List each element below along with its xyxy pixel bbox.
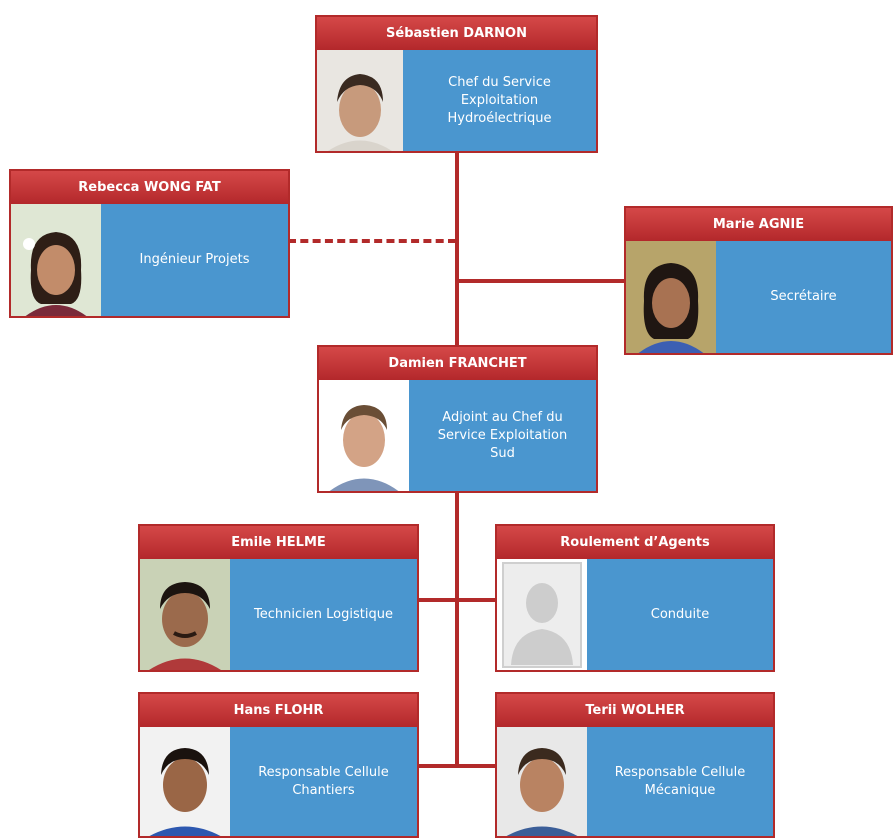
card-name: Rebecca WONG FAT: [11, 171, 288, 204]
person-photo: [140, 727, 230, 836]
card-name: Hans FLOHR: [140, 694, 417, 727]
card-name: Terii WOLHER: [497, 694, 773, 727]
card-damien-franchet: Damien FRANCHET Adjoint au Chef du Servi…: [317, 345, 598, 493]
person-photo: [11, 204, 101, 316]
connector-flohr-wolher: [417, 764, 497, 768]
person-photo: [140, 559, 230, 670]
card-hans-flohr: Hans FLOHR Responsable Cellule Chantiers: [138, 692, 419, 838]
card-rebecca-wong-fat: Rebecca WONG FAT Ingénieur Projets: [9, 169, 290, 318]
card-name: Roulement d’Agents: [497, 526, 773, 559]
card-role: Responsable Cellule Mécanique: [587, 727, 773, 836]
card-name: Marie AGNIE: [626, 208, 891, 241]
card-role: Chef du Service Exploitation Hydroélectr…: [403, 50, 596, 151]
card-marie-agnie: Marie AGNIE Secrétaire: [624, 206, 893, 355]
connector-lower-vertical: [455, 492, 459, 767]
card-role: Secrétaire: [716, 241, 891, 353]
card-terii-wolher: Terii WOLHER Responsable Cellule Mécaniq…: [495, 692, 775, 838]
connector-dashed-projects: [288, 239, 456, 243]
connector-helme-roulement: [417, 598, 497, 602]
card-roulement-agents: Roulement d’Agents Conduite: [495, 524, 775, 672]
connector-secretary: [455, 279, 626, 283]
person-photo: [319, 380, 409, 491]
card-role: Adjoint au Chef du Service Exploitation …: [409, 380, 596, 491]
card-role: Responsable Cellule Chantiers: [230, 727, 417, 836]
card-role: Conduite: [587, 559, 773, 670]
card-name: Damien FRANCHET: [319, 347, 596, 380]
card-sebastien-darnon: Sébastien DARNON Chef du Service Exploit…: [315, 15, 598, 153]
card-name: Sébastien DARNON: [317, 17, 596, 50]
placeholder-person-icon: [497, 559, 587, 670]
card-role: Technicien Logistique: [230, 559, 417, 670]
card-emile-helme: Emile HELME Technicien Logistique: [138, 524, 419, 672]
card-role: Ingénieur Projets: [101, 204, 288, 316]
person-photo: [317, 50, 403, 151]
person-photo: [626, 241, 716, 353]
connector-main-vertical: [455, 152, 459, 346]
person-photo: [497, 727, 587, 836]
card-name: Emile HELME: [140, 526, 417, 559]
